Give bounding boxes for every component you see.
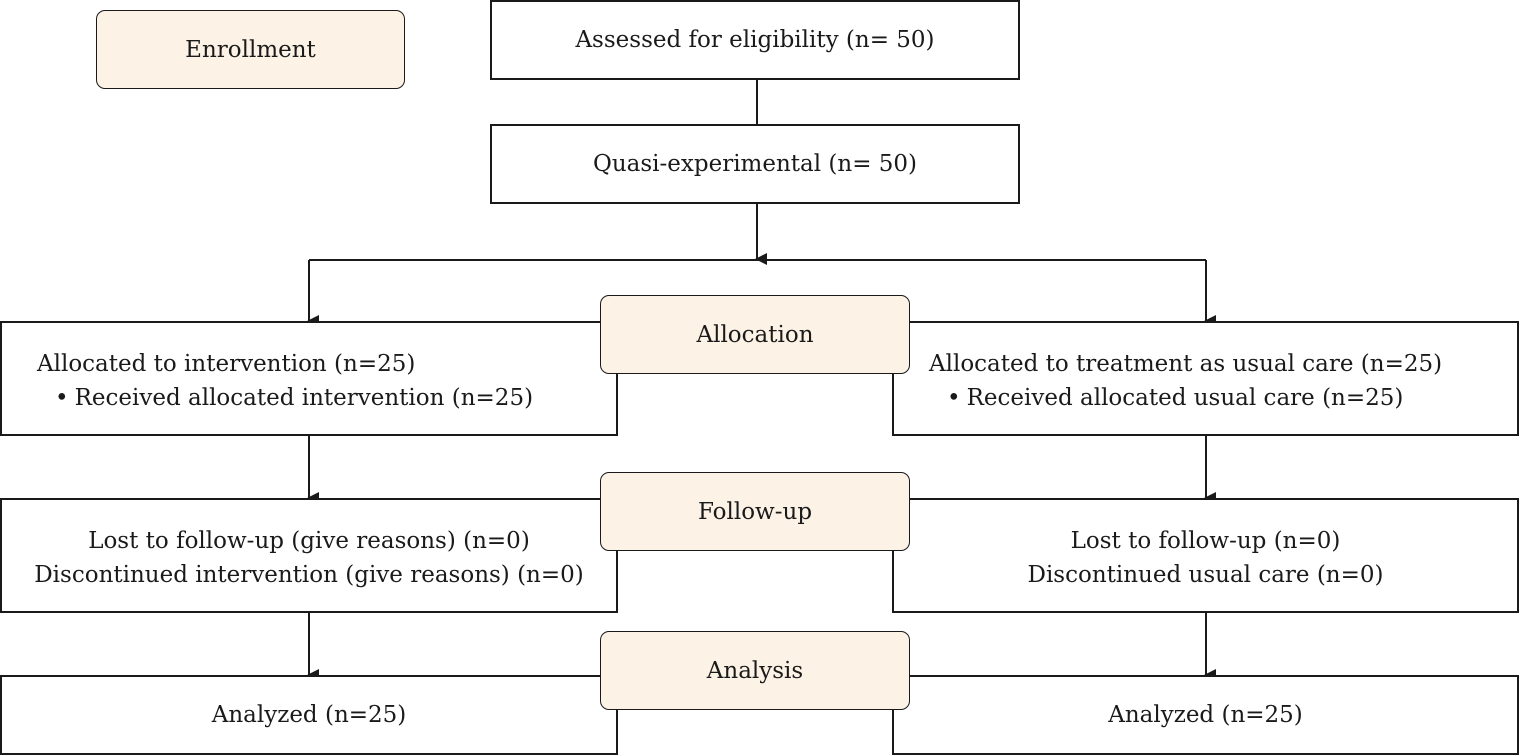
stage-label-follow-up: Follow-up (600, 472, 910, 551)
stage-label-allocation-text: Allocation (696, 321, 814, 348)
stage-label-enrollment: Enrollment (96, 10, 405, 89)
stage-label-analysis: Analysis (600, 631, 910, 710)
box-quasi-experimental: Quasi-experimental (n= 50) (490, 124, 1020, 204)
usual-care-received-text: Received allocated usual care (n=25) (929, 381, 1404, 415)
usual-care-discontinued-text: Discontinued usual care (n=0) (1027, 561, 1384, 588)
box-usual-care-followup: Lost to follow-up (n=0) Discontinued usu… (892, 498, 1519, 613)
box-intervention-allocation: Allocated to intervention (n=25) Receive… (0, 321, 618, 436)
box-intervention-analyzed: Analyzed (n=25) (0, 675, 618, 755)
intervention-received-text: Received allocated intervention (n=25) (37, 381, 533, 415)
design-text: Quasi-experimental (n= 50) (592, 151, 918, 177)
assessed-text: Assessed for eligibility (n= 50) (575, 27, 935, 53)
usual-care-analyzed-text: Analyzed (n=25) (1108, 702, 1303, 728)
intervention-discontinued-text: Discontinued intervention (give reasons)… (34, 561, 584, 588)
box-usual-care-analyzed: Analyzed (n=25) (892, 675, 1519, 755)
stage-label-enrollment-text: Enrollment (185, 36, 316, 63)
stage-label-analysis-text: Analysis (706, 657, 804, 684)
box-usual-care-allocation: Allocated to treatment as usual care (n=… (892, 321, 1519, 436)
usual-care-allocated-text: Allocated to treatment as usual care (n=… (929, 350, 1443, 377)
stage-label-allocation: Allocation (600, 295, 910, 374)
intervention-allocated-text: Allocated to intervention (n=25) (37, 350, 416, 377)
intervention-lost-text: Lost to follow-up (give reasons) (n=0) (88, 527, 530, 554)
box-assessed-for-eligibility: Assessed for eligibility (n= 50) (490, 0, 1020, 80)
stage-label-follow-up-text: Follow-up (697, 498, 813, 525)
usual-care-lost-text: Lost to follow-up (n=0) (1070, 527, 1341, 554)
box-intervention-followup: Lost to follow-up (give reasons) (n=0) D… (0, 498, 618, 613)
intervention-analyzed-text: Analyzed (n=25) (211, 702, 407, 728)
